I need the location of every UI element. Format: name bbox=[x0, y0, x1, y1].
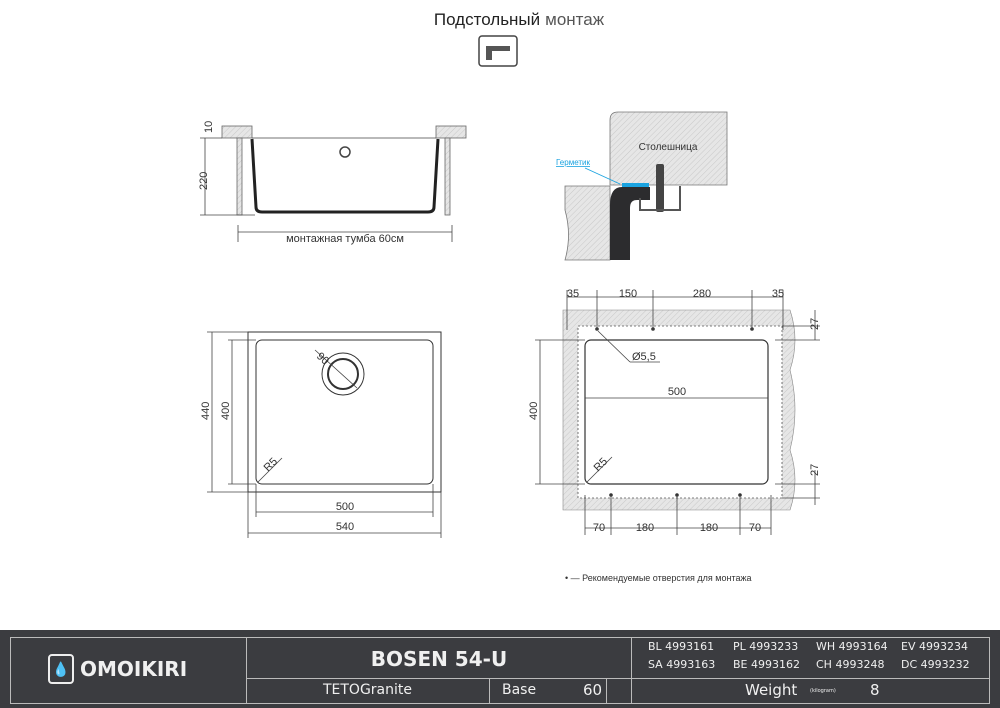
omoikiri-logo: 💧 bbox=[48, 654, 74, 684]
svg-text:27: 27 bbox=[809, 318, 821, 330]
svg-text:440: 440 bbox=[200, 402, 212, 420]
cutout-template: 35 150 280 35 70 180 180 70 400 500 Ø5,5… bbox=[528, 288, 821, 535]
brand-name: OMOIKIRI bbox=[80, 657, 188, 681]
svg-text:180: 180 bbox=[700, 522, 718, 534]
material: TETOGranite bbox=[322, 682, 413, 698]
svg-text:27: 27 bbox=[809, 464, 821, 476]
svg-text:500: 500 bbox=[336, 501, 354, 513]
weight-unit: (kilogram) bbox=[810, 688, 836, 694]
svg-text:Герметик: Герметик bbox=[556, 158, 591, 167]
svg-text:Столешница: Столешница bbox=[639, 142, 698, 153]
svg-text:Ø5,5: Ø5,5 bbox=[632, 351, 656, 363]
svg-text:280: 280 bbox=[693, 288, 711, 300]
base-label: Base bbox=[502, 682, 537, 698]
svg-text:90: 90 bbox=[314, 350, 331, 367]
model-name: BOSEN 54-U bbox=[370, 647, 508, 671]
svg-text:70: 70 bbox=[749, 522, 761, 534]
legend: • — Рекомендуемые отверстия для монтажа bbox=[565, 573, 752, 583]
svg-text:400: 400 bbox=[220, 402, 232, 420]
svg-text:180: 180 bbox=[636, 522, 654, 534]
svg-text:540: 540 bbox=[336, 521, 354, 533]
undermount-icon bbox=[478, 35, 518, 67]
svg-text:10: 10 bbox=[203, 121, 215, 133]
svg-text:150: 150 bbox=[619, 288, 637, 300]
side-view: 10 220 монтажная тумба 60см bbox=[198, 121, 467, 245]
title-block: 💧 OMOIKIRI BOSEN 54-U BL 4993161 PL 4993… bbox=[0, 630, 1000, 708]
svg-text:R5: R5 bbox=[262, 456, 280, 474]
base-value: 60 bbox=[583, 681, 603, 699]
mounting-detail: Столешница Герметик bbox=[556, 111, 728, 261]
svg-text:500: 500 bbox=[668, 386, 686, 398]
svg-text:35: 35 bbox=[567, 288, 579, 300]
svg-text:220: 220 bbox=[198, 172, 210, 190]
svg-text:35: 35 bbox=[772, 288, 784, 300]
plan-view: 90 R5 440 400 500 540 bbox=[200, 331, 442, 538]
svg-text:монтажная тумба 60см: монтажная тумба 60см bbox=[286, 233, 404, 245]
weight-value: 8 bbox=[870, 681, 880, 699]
overflow-icon bbox=[339, 146, 351, 158]
weight-label: Weight bbox=[745, 681, 798, 699]
svg-text:70: 70 bbox=[593, 522, 605, 534]
svg-text:400: 400 bbox=[528, 402, 540, 420]
